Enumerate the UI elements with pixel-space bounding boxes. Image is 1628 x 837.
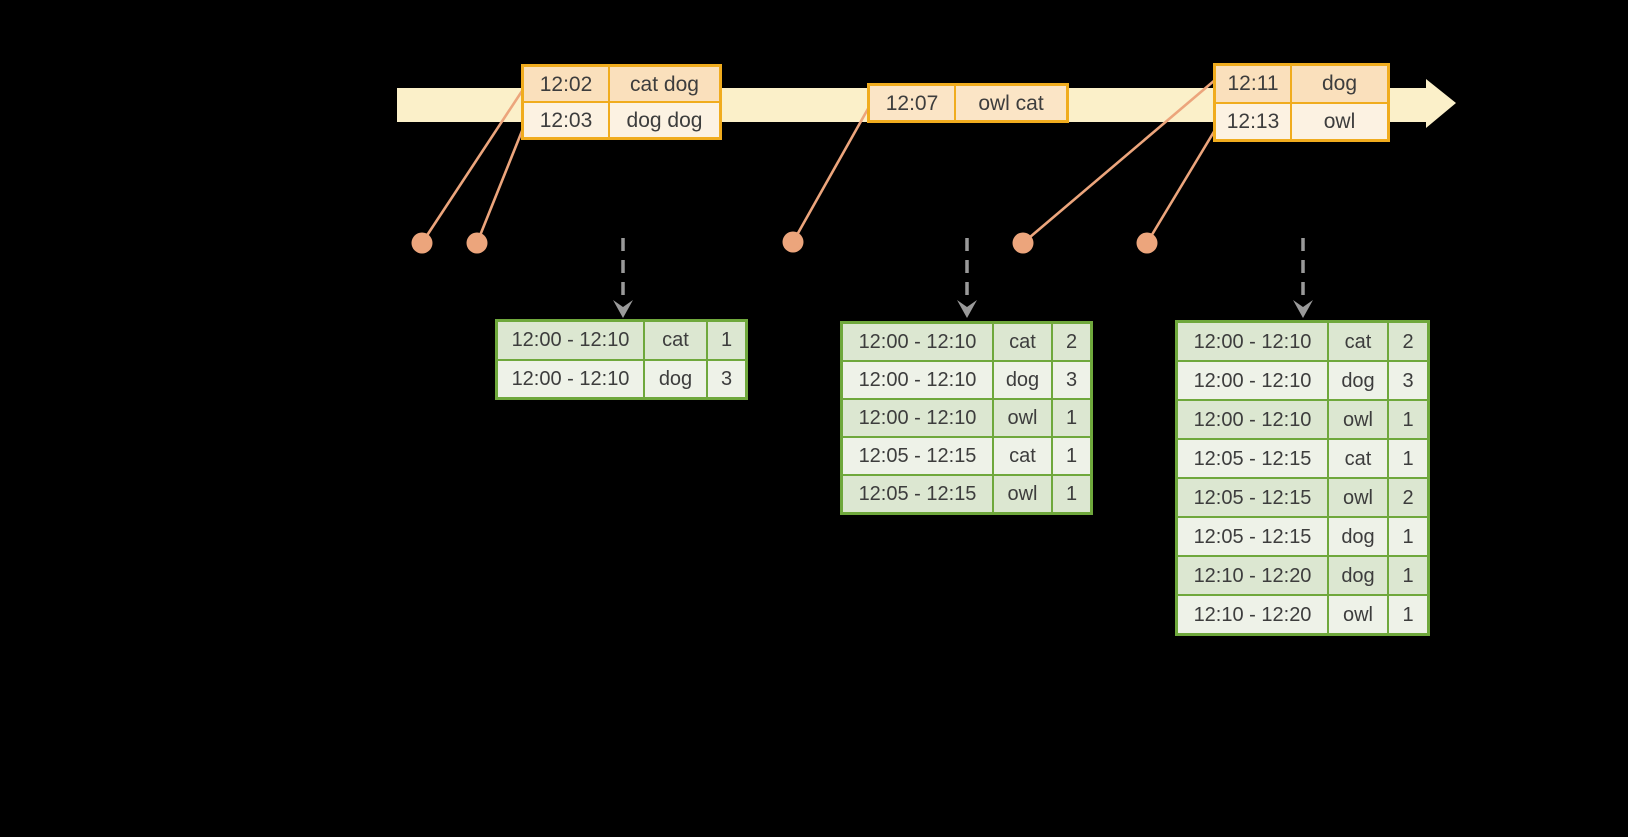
time-cell: 12:13 xyxy=(1216,103,1290,139)
count-cell: 3 xyxy=(1053,362,1090,398)
connector-line xyxy=(420,87,526,244)
connector-line xyxy=(1022,79,1216,244)
window-cell: 12:00 - 12:10 xyxy=(1178,401,1327,438)
result-table-1: 12:00 - 12:10 cat 1 12:00 - 12:10 dog 3 xyxy=(495,319,748,400)
count-cell: 2 xyxy=(1053,324,1090,360)
result-table-2: 12:00 - 12:10 cat 2 12:00 - 12:10 dog 3 … xyxy=(840,321,1093,515)
word-cell: owl xyxy=(1329,479,1387,516)
time-cell: 12:07 xyxy=(870,86,954,120)
count-cell: 1 xyxy=(1389,401,1427,438)
trigger-arrows xyxy=(613,238,1313,318)
count-cell: 1 xyxy=(708,322,745,359)
event-table-1: 12:02 cat dog 12:03 dog dog xyxy=(521,64,722,140)
window-cell: 12:10 - 12:20 xyxy=(1178,596,1327,633)
window-cell: 12:05 - 12:15 xyxy=(1178,440,1327,477)
words-cell: owl xyxy=(1292,103,1387,139)
event-dot-icon xyxy=(411,232,433,254)
words-cell: owl cat xyxy=(956,86,1066,120)
event-dots xyxy=(411,231,1158,254)
word-cell: owl xyxy=(994,400,1051,436)
timeline-arrowhead-icon xyxy=(1426,79,1456,128)
count-cell: 2 xyxy=(1389,323,1427,360)
word-cell: dog xyxy=(645,360,706,397)
connector-line xyxy=(1145,129,1217,244)
window-cell: 12:00 - 12:10 xyxy=(498,360,643,397)
count-cell: 1 xyxy=(1389,518,1427,555)
event-table-3: 12:11 dog 12:13 owl xyxy=(1213,63,1390,142)
event-connectors xyxy=(420,79,1217,244)
count-cell: 1 xyxy=(1053,476,1090,512)
words-cell: dog xyxy=(1292,66,1387,102)
trigger-arrowhead-icon xyxy=(1293,300,1313,318)
count-cell: 1 xyxy=(1389,557,1427,594)
word-cell: cat xyxy=(994,324,1051,360)
window-cell: 12:00 - 12:10 xyxy=(1178,323,1327,360)
word-cell: dog xyxy=(1329,518,1387,555)
connector-line xyxy=(791,106,871,243)
word-cell: cat xyxy=(1329,440,1387,477)
window-cell: 12:00 - 12:10 xyxy=(843,400,992,436)
word-cell: cat xyxy=(645,322,706,359)
window-cell: 12:05 - 12:15 xyxy=(843,438,992,474)
count-cell: 1 xyxy=(1389,440,1427,477)
window-cell: 12:00 - 12:10 xyxy=(843,324,992,360)
event-dot-icon xyxy=(466,232,488,254)
count-cell: 3 xyxy=(708,360,745,397)
event-dot-icon xyxy=(1136,232,1158,254)
event-dot-icon xyxy=(782,231,804,253)
time-cell: 12:11 xyxy=(1216,66,1290,102)
count-cell: 2 xyxy=(1389,479,1427,516)
time-cell: 12:03 xyxy=(524,103,608,137)
event-dot-icon xyxy=(1012,232,1034,254)
word-cell: owl xyxy=(1329,596,1387,633)
word-cell: dog xyxy=(994,362,1051,398)
count-cell: 1 xyxy=(1053,438,1090,474)
count-cell: 1 xyxy=(1389,596,1427,633)
word-cell: cat xyxy=(994,438,1051,474)
trigger-arrowhead-icon xyxy=(613,300,633,318)
window-cell: 12:05 - 12:15 xyxy=(1178,479,1327,516)
event-table-2: 12:07 owl cat xyxy=(867,83,1069,123)
window-cell: 12:00 - 12:10 xyxy=(1178,362,1327,399)
word-cell: dog xyxy=(1329,557,1387,594)
trigger-arrowhead-icon xyxy=(957,300,977,318)
time-cell: 12:02 xyxy=(524,67,608,101)
window-cell: 12:10 - 12:20 xyxy=(1178,557,1327,594)
count-cell: 3 xyxy=(1389,362,1427,399)
window-cell: 12:00 - 12:10 xyxy=(498,322,643,359)
window-cell: 12:00 - 12:10 xyxy=(843,362,992,398)
word-cell: owl xyxy=(1329,401,1387,438)
words-cell: dog dog xyxy=(610,103,719,137)
words-cell: cat dog xyxy=(610,67,719,101)
window-cell: 12:05 - 12:15 xyxy=(843,476,992,512)
count-cell: 1 xyxy=(1053,400,1090,436)
word-cell: cat xyxy=(1329,323,1387,360)
word-cell: owl xyxy=(994,476,1051,512)
connector-line xyxy=(475,125,526,244)
result-table-3: 12:00 - 12:10 cat 2 12:00 - 12:10 dog 3 … xyxy=(1175,320,1430,636)
word-cell: dog xyxy=(1329,362,1387,399)
window-cell: 12:05 - 12:15 xyxy=(1178,518,1327,555)
